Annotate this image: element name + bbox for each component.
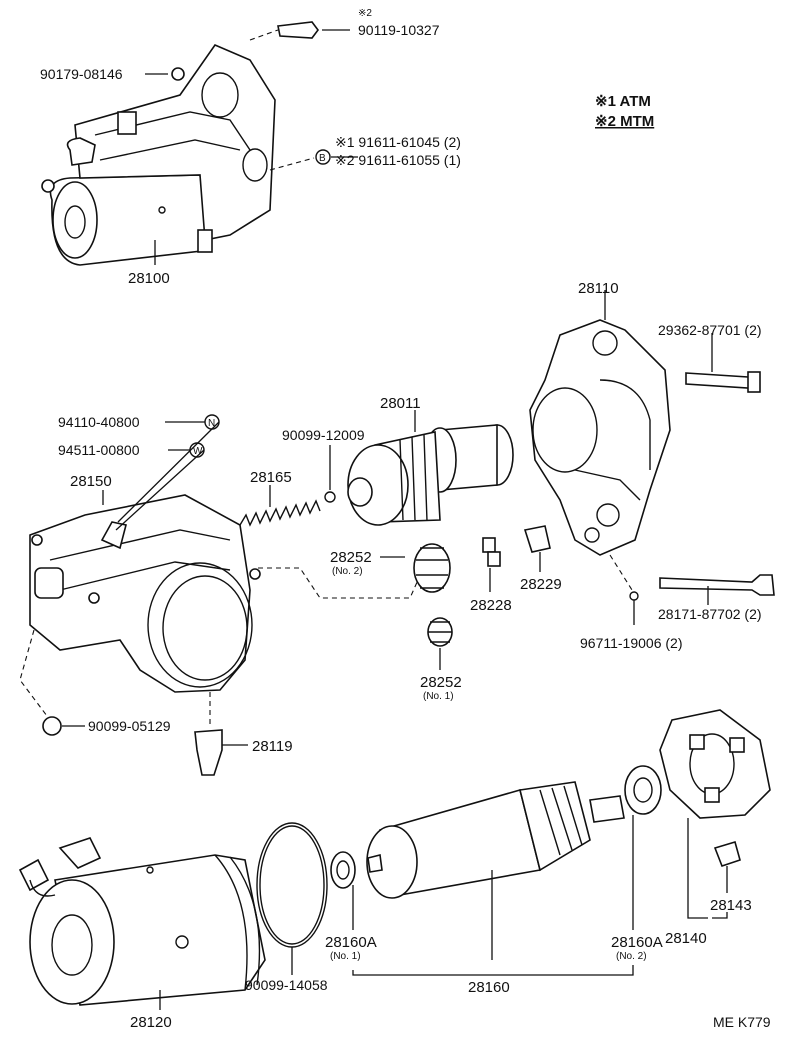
label-28160a-no1: 28160A <box>325 934 377 951</box>
label-28143: 28143 <box>710 897 752 914</box>
label-28229: 28229 <box>520 576 562 593</box>
ball-90099-12009 <box>324 491 336 503</box>
label-28160a-no1-sub: (No. 1) <box>330 951 361 962</box>
drive-housing-28110 <box>529 319 671 556</box>
label-circle-b: B <box>319 153 326 164</box>
label-28011: 28011 <box>380 395 421 412</box>
legend-mtm: ※2 MTM <box>595 113 654 130</box>
label-28119: 28119 <box>252 738 293 755</box>
label-28140: 28140 <box>665 930 707 947</box>
label-96711-19006: 96711-19006 (2) <box>580 635 682 651</box>
label-28171-87702: 28171-87702 (2) <box>658 606 762 622</box>
label-28120: 28120 <box>130 1014 172 1031</box>
label-28252-no2: 28252 <box>330 549 372 566</box>
label-90099-05129: 90099-05129 <box>88 718 171 734</box>
label-28252-no1-sub: (No. 1) <box>423 691 454 702</box>
label-90179-08146: 90179-08146 <box>40 66 123 82</box>
label-28100: 28100 <box>128 270 170 287</box>
yoke-28120 <box>18 837 266 1006</box>
label-94110-40800: 94110-40800 <box>58 414 140 430</box>
label-28110: 28110 <box>578 280 619 297</box>
label-28160a-no2-sub: (No. 2) <box>616 951 647 962</box>
bearing-28160a-no2 <box>624 765 662 815</box>
bolt-28171 <box>659 574 775 596</box>
label-29362-87701: 29362-87701 (2) <box>658 322 762 338</box>
field-housing-28150 <box>29 494 261 693</box>
label-90099-14058: 90099-14058 <box>245 977 328 993</box>
label-28160: 28160 <box>468 979 510 996</box>
circle-b-marker <box>315 149 331 165</box>
brush-spring-28143 <box>713 840 741 867</box>
label-28252-no2-sub: (No. 2) <box>332 566 363 577</box>
bearing-28160a-no1 <box>330 851 356 889</box>
clutch-assembly-28011 <box>347 424 514 526</box>
label-91611-61045: ※1 91611-61045 (2) <box>335 134 461 150</box>
armature-28160 <box>366 781 625 899</box>
brush-holder-28140 <box>659 709 771 819</box>
bolt-90119 <box>277 21 319 39</box>
label-28165: 28165 <box>250 469 292 486</box>
label-28160a-no2: 28160A <box>611 934 663 951</box>
label-90119-10327: 90119-10327 <box>358 22 440 38</box>
nut-90099-05129 <box>42 716 62 736</box>
label-circle-w: W <box>193 446 203 457</box>
terminal-28119 <box>194 729 223 776</box>
label-90119-mark: ※2 <box>358 8 372 19</box>
gear-28252-no2 <box>413 543 451 593</box>
label-28252-no1: 28252 <box>420 674 462 691</box>
spring-28165 <box>239 499 321 527</box>
label-28150: 28150 <box>70 473 112 490</box>
label-circle-n: N <box>208 418 215 429</box>
label-94511-00800: 94511-00800 <box>58 442 140 458</box>
legend-atm: ※1 ATM <box>595 93 651 110</box>
label-28228: 28228 <box>470 597 512 614</box>
label-90099-12009: 90099-12009 <box>282 427 365 443</box>
roller-28228-b <box>487 551 501 567</box>
label-91611-61055: ※2 91611-61055 (1) <box>335 152 461 168</box>
retainer-28229 <box>523 525 551 553</box>
diagram-code: ME K779 <box>713 1014 771 1030</box>
starter-assembly-28100 <box>41 44 276 266</box>
